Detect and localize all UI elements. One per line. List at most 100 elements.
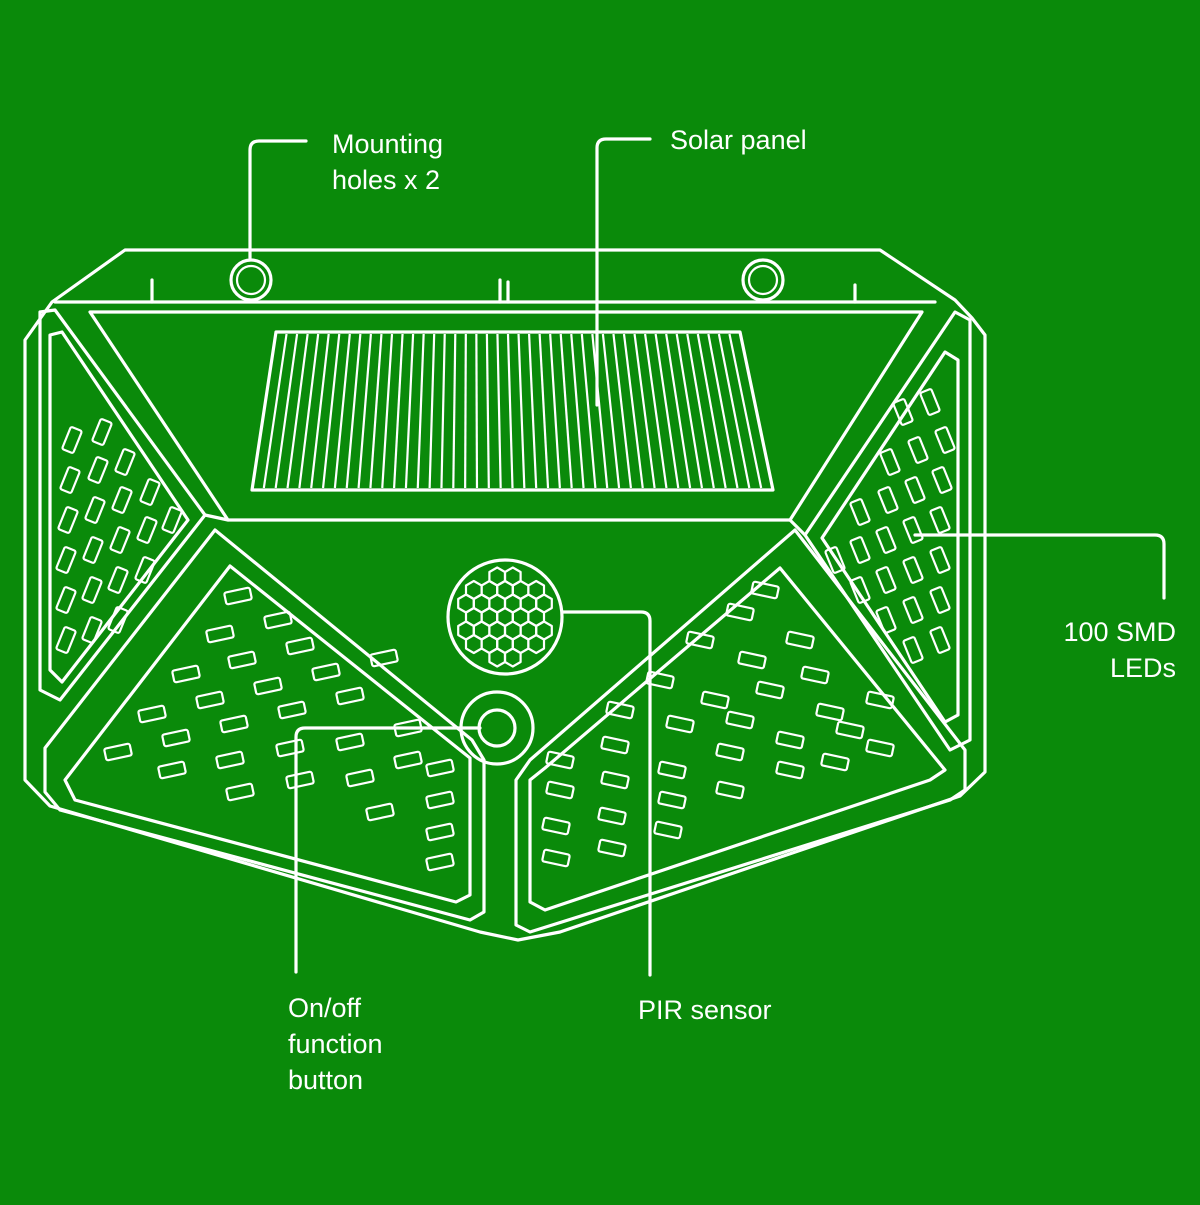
solar-cell-line bbox=[601, 333, 621, 489]
solar-cell-line bbox=[464, 333, 467, 489]
solar-cell-line bbox=[496, 333, 502, 489]
led-cell bbox=[892, 398, 914, 426]
led-cell bbox=[865, 738, 895, 758]
solar-cell-line bbox=[333, 333, 351, 489]
led-cell bbox=[820, 752, 850, 772]
solar-cell-line bbox=[654, 333, 680, 489]
led-cell bbox=[107, 606, 129, 634]
led-cell bbox=[919, 388, 941, 416]
pir-sensor bbox=[446, 558, 564, 676]
led-cell bbox=[91, 418, 113, 446]
lower-right-face-outer bbox=[514, 528, 967, 934]
pir-hex-cell bbox=[488, 647, 507, 668]
solar-cell-line bbox=[321, 333, 341, 489]
label-onoff-button: On/off function button bbox=[288, 993, 383, 1095]
solar-cell-line bbox=[345, 333, 362, 489]
solar-cell-line bbox=[298, 333, 320, 489]
led-cell bbox=[875, 606, 897, 634]
led-cell bbox=[715, 742, 745, 762]
led-cell bbox=[665, 714, 695, 734]
solar-cell-line bbox=[506, 333, 514, 489]
led-cell bbox=[393, 718, 423, 738]
leader-onoff bbox=[294, 726, 482, 974]
led-cell bbox=[55, 626, 77, 654]
led-cell bbox=[57, 506, 79, 534]
led-cell bbox=[755, 680, 785, 700]
led-cell bbox=[161, 728, 191, 748]
led-cell bbox=[541, 816, 571, 836]
solar-cell-line bbox=[416, 333, 425, 489]
led-cell bbox=[657, 760, 687, 780]
onoff-button bbox=[477, 708, 517, 748]
leader-mounting bbox=[248, 139, 308, 260]
led-cell bbox=[277, 700, 307, 720]
led-cell bbox=[875, 566, 897, 594]
led-cell bbox=[61, 426, 83, 454]
led-cell bbox=[600, 735, 630, 755]
leader-leds bbox=[913, 533, 1166, 600]
led-cell bbox=[815, 702, 845, 722]
solar-cell-line bbox=[392, 333, 404, 489]
left-face-inner bbox=[48, 330, 190, 684]
led-cell bbox=[365, 802, 395, 822]
label-solar-panel: Solar panel bbox=[670, 125, 807, 155]
solar-cell-line bbox=[570, 333, 585, 489]
solar-cell-line bbox=[274, 333, 299, 489]
solar-cell-line bbox=[717, 333, 751, 489]
groove-right bbox=[788, 518, 807, 537]
solar-cell-line bbox=[559, 333, 573, 489]
led-cell bbox=[263, 610, 293, 630]
led-cell bbox=[227, 650, 257, 670]
led-cell bbox=[225, 782, 255, 802]
led-cell bbox=[685, 630, 715, 650]
lower-left-face-inner bbox=[63, 564, 472, 904]
label-mounting-holes: Mounting holes x 2 bbox=[332, 129, 444, 195]
led-cell bbox=[653, 820, 683, 840]
led-cell bbox=[800, 665, 830, 685]
led-cell bbox=[849, 536, 871, 564]
led-cell bbox=[824, 546, 846, 574]
housing-outline bbox=[23, 248, 987, 942]
solar-cell-line bbox=[381, 333, 394, 489]
led-cell bbox=[545, 780, 575, 800]
led-cell bbox=[645, 670, 675, 690]
lower-right-face-inner bbox=[528, 566, 947, 912]
led-cell bbox=[849, 576, 871, 604]
led-cell bbox=[934, 426, 956, 454]
solar-cell-line bbox=[707, 333, 739, 489]
led-cell bbox=[161, 506, 183, 534]
led-cell bbox=[657, 790, 687, 810]
led-cell bbox=[425, 822, 455, 842]
led-cell bbox=[907, 436, 929, 464]
solar-cell-line bbox=[369, 333, 383, 489]
solar-cell-line bbox=[580, 333, 597, 489]
led-cell bbox=[55, 546, 77, 574]
led-cell bbox=[904, 476, 926, 504]
right-face-outer bbox=[803, 310, 972, 752]
pir-hex-cell bbox=[503, 647, 522, 668]
led-cell bbox=[369, 648, 399, 668]
led-cell bbox=[875, 526, 897, 554]
led-cell bbox=[285, 636, 315, 656]
led-cell bbox=[205, 624, 235, 644]
rim-notch bbox=[150, 278, 857, 304]
led-cell bbox=[597, 806, 627, 826]
led-cell bbox=[82, 536, 104, 564]
led-cell bbox=[879, 448, 901, 476]
led-cell bbox=[541, 848, 571, 868]
solar-cell-line bbox=[310, 333, 330, 489]
solar-cell-line bbox=[286, 333, 309, 489]
led-cell bbox=[223, 586, 253, 606]
led-cell bbox=[597, 838, 627, 858]
led-cell bbox=[929, 626, 951, 654]
led-cell bbox=[345, 768, 375, 788]
led-cell bbox=[737, 650, 767, 670]
led-cell bbox=[335, 732, 365, 752]
led-cell bbox=[902, 596, 924, 624]
mounting-hole-left bbox=[229, 258, 273, 302]
led-cell bbox=[84, 496, 106, 524]
solar-cell-line bbox=[527, 333, 538, 489]
groove-left bbox=[203, 513, 230, 522]
led-cells bbox=[55, 388, 956, 872]
solar-cell-line bbox=[475, 333, 479, 489]
